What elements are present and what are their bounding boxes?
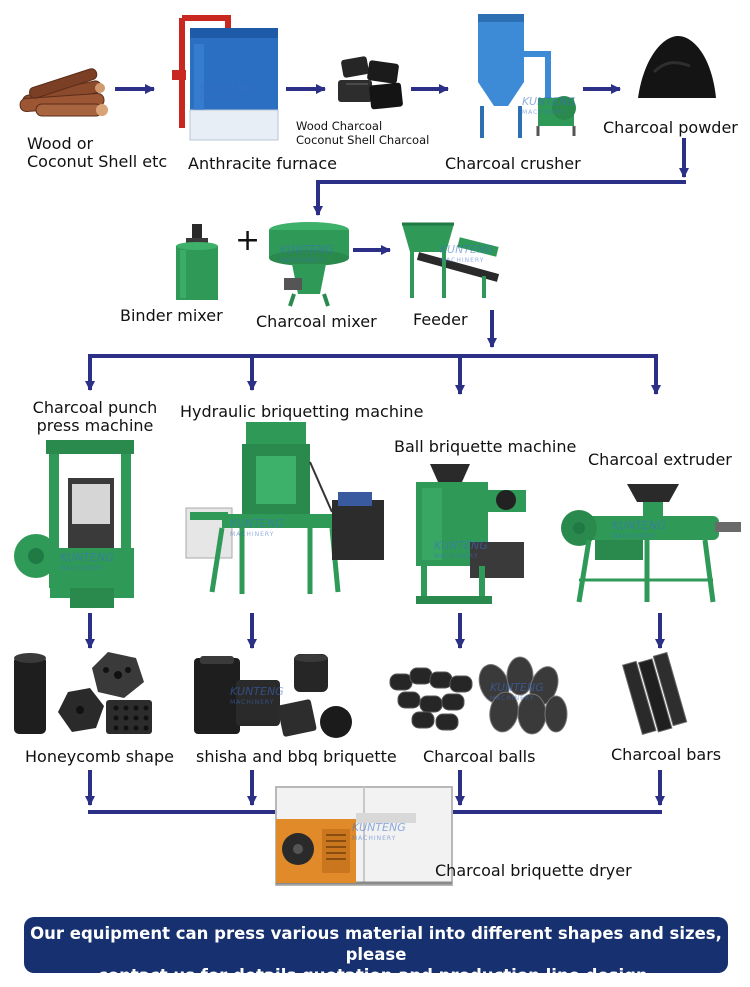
watermark-hydraulic: KUNTENG xyxy=(230,517,284,530)
hydraulic-label: Hydraulic briquetting machine xyxy=(180,402,424,421)
banner-line1: Our equipment can press various material… xyxy=(30,924,722,964)
charcoal-mixer-icon xyxy=(269,222,349,307)
feeder-icon xyxy=(402,222,500,298)
connector-powder-to-mixer xyxy=(313,180,686,216)
ball-label: Ball briquette machine xyxy=(394,437,577,456)
watermark-shisha: KUNTENG xyxy=(230,685,284,698)
powder-label: Charcoal powder xyxy=(603,118,738,137)
dryer-label: Charcoal briquette dryer xyxy=(435,861,632,880)
honeycomb-label: Honeycomb shape xyxy=(25,747,174,766)
watermark-punch: KUNTENG xyxy=(60,551,114,564)
info-banner: Our equipment can press various material… xyxy=(24,917,728,985)
banner-text: Our equipment can press various material… xyxy=(24,923,728,986)
furnace-label: Anthracite furnace xyxy=(188,154,337,173)
binder-label: Binder mixer xyxy=(120,306,223,325)
watermark-dryer: KUNTENG xyxy=(352,821,406,834)
crusher-label: Charcoal crusher xyxy=(445,154,581,173)
extruder-label: Charcoal extruder xyxy=(588,450,732,469)
watermark-ball: KUNTENG xyxy=(434,539,488,552)
crusher-icon xyxy=(478,14,576,138)
punch-label-line1: Charcoal punch xyxy=(32,398,158,417)
extruder-icon xyxy=(561,484,741,603)
wood-label-line1: Wood or xyxy=(27,134,94,153)
feeder-label: Feeder xyxy=(413,310,468,329)
ball-press-icon xyxy=(416,464,526,604)
shisha-briquette-icon xyxy=(194,654,352,738)
charcoal-bars-icon xyxy=(621,651,688,736)
mixer-label: Charcoal mixer xyxy=(256,312,377,331)
furnace-icon xyxy=(172,15,279,141)
watermark-extruder: KUNTENG xyxy=(612,519,666,532)
bars-label: Charcoal bars xyxy=(611,745,722,764)
watermark-furnace: KUNTENG xyxy=(200,81,254,94)
balls-label: Charcoal balls xyxy=(423,747,536,766)
binder-mixer-icon xyxy=(176,224,218,300)
dryer-icon xyxy=(275,786,453,886)
punch-label-line2: press machine xyxy=(36,416,154,435)
punch-press-icon xyxy=(14,440,134,608)
powder-pile-icon xyxy=(638,36,716,98)
banner-line2: contact us for details quotation and pro… xyxy=(98,966,654,985)
watermark-mixer: KUNTENG xyxy=(280,243,334,256)
charcoal-label-line2: Coconut Shell Charcoal xyxy=(296,133,430,147)
honeycomb-briquette-icon xyxy=(14,652,152,734)
watermark-feeder: KUNTENG xyxy=(440,243,494,256)
wood-label-line2: Coconut Shell etc xyxy=(27,152,168,171)
watermark-crusher: KUNTENG xyxy=(522,95,576,108)
plus-sign: + xyxy=(235,223,261,258)
shisha-label: shisha and bbq briquette xyxy=(196,747,397,766)
wood-logs-icon xyxy=(19,68,108,117)
charcoal-label-line1: Wood Charcoal xyxy=(296,119,383,133)
charcoal-balls-icon xyxy=(389,656,568,735)
watermark-balls: KUNTENG xyxy=(490,681,544,694)
hydraulic-press-icon xyxy=(185,422,384,594)
charcoal-lumps-icon xyxy=(338,56,403,110)
